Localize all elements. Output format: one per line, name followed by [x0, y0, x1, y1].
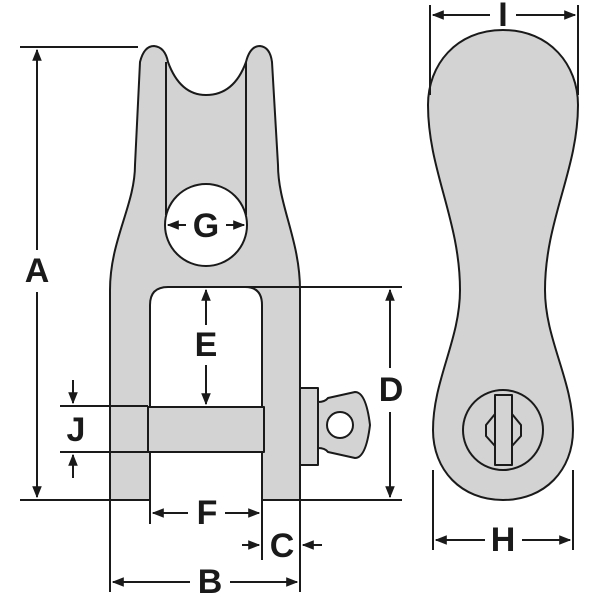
- dimension-H: H: [432, 470, 574, 559]
- label-G: G: [193, 207, 219, 245]
- label-B: B: [198, 563, 223, 600]
- pin-head: [299, 387, 319, 466]
- dimension-C: C: [242, 500, 322, 565]
- dimension-B: B: [109, 500, 301, 600]
- dimension-A: A: [20, 46, 138, 501]
- dimension-D: D: [245, 286, 404, 501]
- label-D: D: [379, 371, 404, 409]
- dimension-J: J: [60, 380, 148, 478]
- shackle-body: [109, 45, 301, 501]
- side-body: [427, 29, 579, 501]
- dimension-F: F: [149, 494, 261, 532]
- pin-tab-hole: [326, 411, 354, 439]
- dimension-E: E: [195, 288, 218, 406]
- label-I: I: [498, 0, 507, 34]
- label-J: J: [67, 411, 86, 449]
- pin-slot: [494, 394, 513, 466]
- label-F: F: [197, 494, 218, 532]
- label-E: E: [195, 326, 218, 364]
- swivel-hole: [164, 183, 248, 267]
- pin: [147, 406, 265, 453]
- label-H: H: [491, 521, 516, 559]
- label-A: A: [25, 252, 50, 290]
- front-view: [109, 45, 371, 501]
- label-C: C: [270, 527, 295, 565]
- dimension-I: I: [429, 0, 579, 95]
- dimension-G: G: [166, 207, 246, 245]
- side-view: [427, 29, 579, 501]
